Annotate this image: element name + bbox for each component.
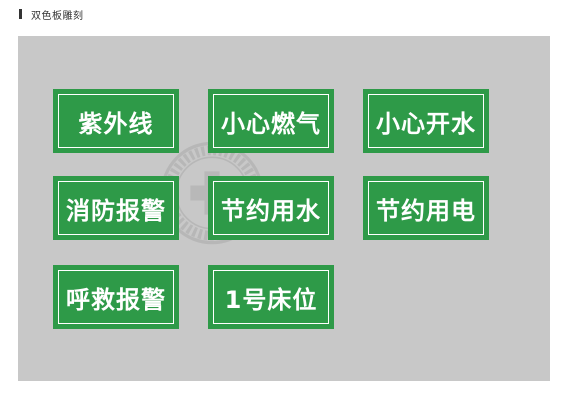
- sign-label: 紫外线: [78, 109, 154, 138]
- sign-emergency-call: 呼救报警: [53, 265, 179, 329]
- sign-label: 呼救报警: [66, 285, 166, 314]
- sign-fire-alarm: 消防报警: [53, 176, 179, 240]
- sign-border: 节约用水: [213, 181, 329, 235]
- sign-label: 小心燃气: [221, 109, 321, 138]
- artboard: 紫外线 小心燃气 小心开水 消防报警 节约用水 节约用电 呼救报警 1号床位: [18, 36, 550, 381]
- sign-label: 节约用电: [376, 196, 476, 225]
- sign-ultraviolet: 紫外线: [53, 89, 179, 153]
- sign-bed-number: 1号床位: [208, 265, 334, 329]
- sign-caution-hot-water: 小心开水: [363, 89, 489, 153]
- sign-label: 节约用水: [221, 196, 321, 225]
- sign-border: 小心燃气: [213, 94, 329, 148]
- sign-border: 紫外线: [58, 94, 174, 148]
- sign-border: 小心开水: [368, 94, 484, 148]
- sign-save-water: 节约用水: [208, 176, 334, 240]
- sign-label: 小心开水: [376, 109, 476, 138]
- sign-save-electricity: 节约用电: [363, 176, 489, 240]
- sign-label: 消防报警: [66, 196, 166, 225]
- page-header: 双色板雕刻: [19, 6, 84, 22]
- sign-border: 1号床位: [213, 270, 329, 324]
- sign-border: 节约用电: [368, 181, 484, 235]
- page-title: 双色板雕刻: [31, 10, 84, 22]
- sign-caution-gas: 小心燃气: [208, 89, 334, 153]
- title-marker: [19, 9, 22, 19]
- sign-border: 消防报警: [58, 181, 174, 235]
- sign-label: 1号床位: [224, 285, 318, 314]
- sign-border: 呼救报警: [58, 270, 174, 324]
